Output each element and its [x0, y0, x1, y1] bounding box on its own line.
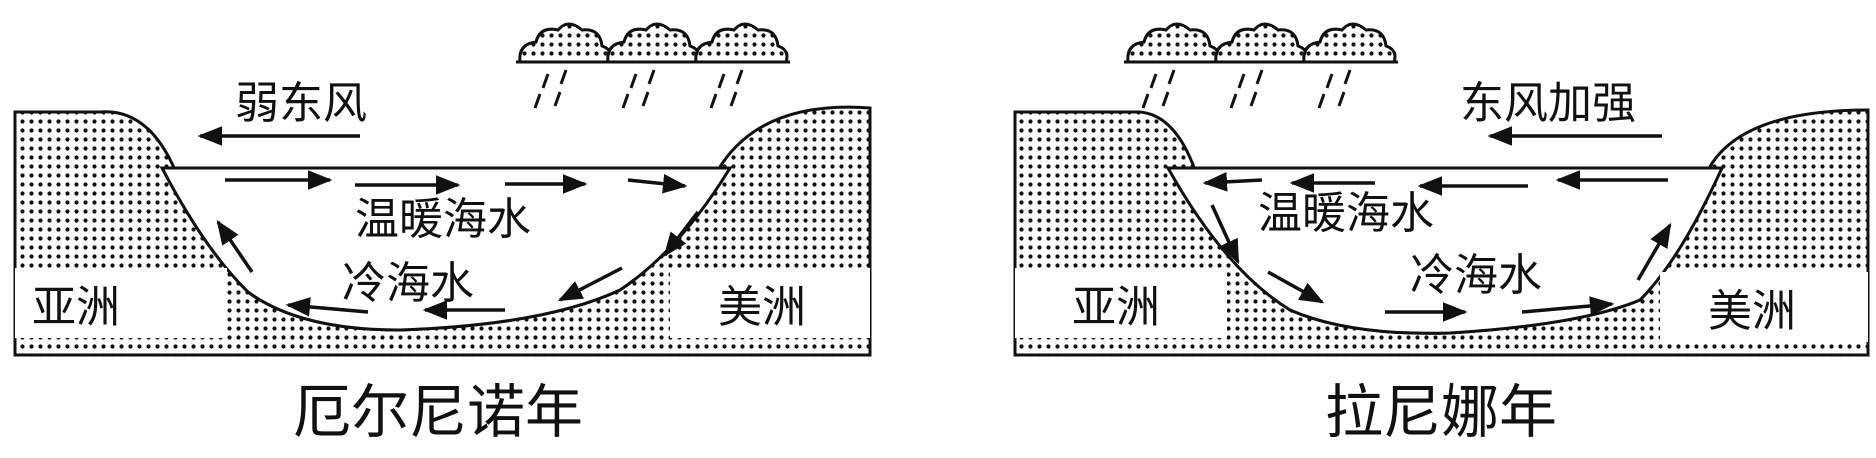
america-label: 美洲	[718, 282, 806, 333]
asia-label: 亚洲	[1072, 282, 1160, 333]
cold-water-label: 冷海水	[1410, 250, 1542, 301]
rain-cloud-icon	[1122, 22, 1400, 110]
america-label-box	[670, 268, 870, 338]
warm-current-arrows	[216, 170, 700, 320]
panel-el-nino: 亚洲 美洲 弱东风 温暖海水	[13, 22, 872, 446]
wind-label: 弱东风	[235, 78, 367, 129]
current-arrows	[1202, 170, 1672, 322]
panel-caption: 厄尔尼诺年	[293, 378, 583, 446]
warm-water-label: 温暖海水	[355, 194, 531, 245]
panel-la-nina: 亚洲 美洲 东风加强 温暖海水 冷海	[1013, 22, 1870, 446]
asia-label-box	[1015, 268, 1227, 338]
asia-label-box	[15, 268, 227, 338]
wind-label: 东风加强	[1460, 78, 1636, 129]
america-label-box	[1660, 272, 1868, 342]
panel-caption: 拉尼娜年	[1325, 378, 1557, 446]
america-label: 美洲	[1708, 286, 1796, 337]
cold-water-label: 冷海水	[342, 258, 474, 309]
ocean-basin	[159, 166, 733, 332]
rain-cloud-icon	[514, 22, 792, 110]
warm-water-label: 温暖海水	[1258, 188, 1434, 239]
asia-label: 亚洲	[32, 282, 120, 333]
